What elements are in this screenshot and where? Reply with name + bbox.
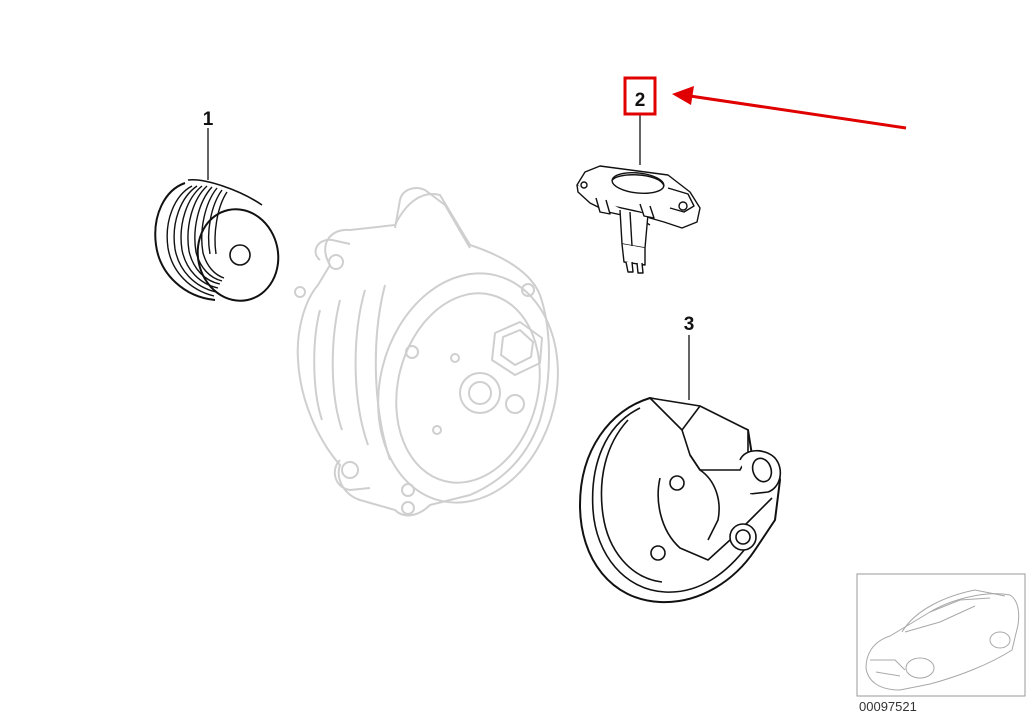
- alternator-housing: [294, 187, 559, 517]
- callout-2: 2: [635, 90, 646, 111]
- vehicle-thumbnail: [856, 573, 1026, 697]
- rear-cover-part: [579, 397, 782, 604]
- thumbnail-frame: [856, 573, 1026, 697]
- diagram-number: 00097521: [859, 699, 917, 714]
- highlight-box: [623, 76, 657, 116]
- callout-3: 3: [684, 314, 695, 335]
- highlight-arrow: [672, 86, 907, 130]
- pulley-part: [154, 179, 280, 302]
- voltage-regulator-part: [576, 165, 701, 274]
- leader-lines: [207, 115, 690, 400]
- callout-1: 1: [203, 109, 214, 130]
- car-outline-icon: [865, 589, 1020, 691]
